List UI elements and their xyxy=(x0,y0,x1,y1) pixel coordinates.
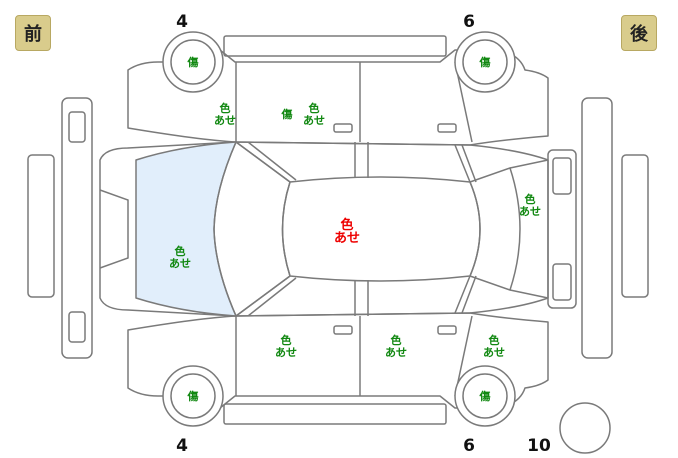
rear-trunk-mark: 色あせ xyxy=(519,193,541,218)
rear-top-tire xyxy=(454,31,516,93)
right-front-door-mark: 色あせ xyxy=(275,334,297,359)
rear-top-tire-mark: 傷 xyxy=(479,56,491,69)
bottom-side-skirt xyxy=(223,403,447,425)
rear-top-wheel-number: 6 xyxy=(463,12,475,32)
left-front-door-fade-mark: 色あせ xyxy=(303,102,325,127)
hood-panel xyxy=(135,141,237,317)
roof-mark: 色あせ xyxy=(333,218,360,246)
front-top-tire xyxy=(162,31,224,93)
front-bottom-tire-mark: 傷 xyxy=(187,390,199,403)
rear-bottom-tire-mark: 傷 xyxy=(479,390,491,403)
windshield xyxy=(213,141,291,317)
spare-tire xyxy=(559,402,611,454)
right-rear-fender-mark: 色あせ xyxy=(483,334,505,359)
rear-bottom-wheel-number: 6 xyxy=(463,436,475,456)
rear-window xyxy=(469,167,521,291)
spare-wheel-number: 10 xyxy=(527,436,551,456)
front-bumper-outer xyxy=(27,154,55,298)
rear-bumper-inner xyxy=(581,97,613,359)
rear-bumper-outer xyxy=(621,154,649,298)
right-rear-door-mark: 色あせ xyxy=(385,334,407,359)
rear-badge: 後 xyxy=(621,15,657,51)
front-badge: 前 xyxy=(15,15,51,51)
front-top-wheel-number: 4 xyxy=(176,12,188,32)
rear-bottom-tire xyxy=(454,365,516,427)
left-front-door-scratch-mark: 傷 xyxy=(281,108,293,121)
front-bottom-tire xyxy=(162,365,224,427)
front-top-tire-mark: 傷 xyxy=(187,56,199,69)
roof-panel xyxy=(281,176,481,282)
top-side-skirt xyxy=(223,35,447,57)
front-bottom-wheel-number: 4 xyxy=(176,436,188,456)
hood-mark: 色あせ xyxy=(169,245,191,270)
front-bumper-inner xyxy=(61,97,93,359)
left-front-fender-mark: 色あせ xyxy=(214,102,236,127)
